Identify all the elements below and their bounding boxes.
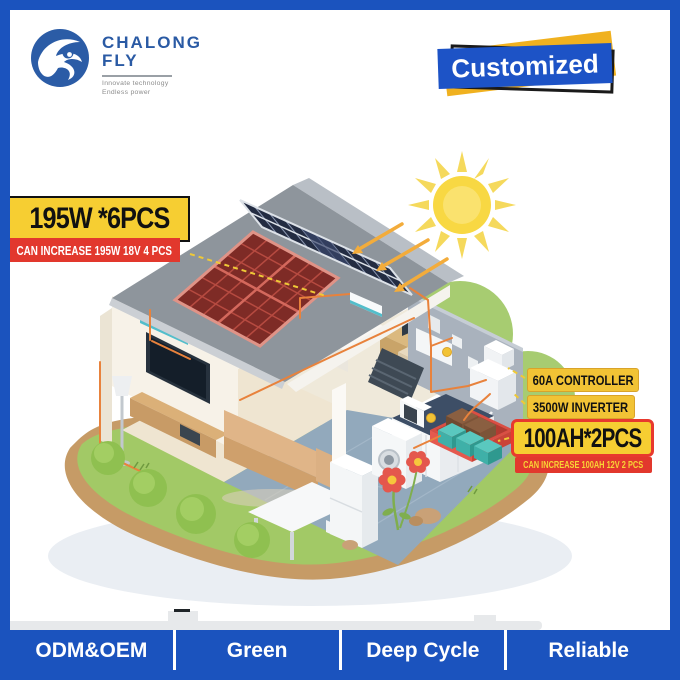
logo-globe-wave-icon xyxy=(31,29,89,87)
sunlight-arrow-icons xyxy=(352,222,449,292)
ground-ledge-mark xyxy=(174,609,190,612)
ground-ledge-tab xyxy=(168,611,198,622)
rock xyxy=(409,516,423,526)
panels-callout-title: 195W *6PCS xyxy=(8,196,190,242)
brand-tagline-line2: Endless power xyxy=(102,88,151,96)
feature-reliable: Reliable xyxy=(504,630,670,672)
brand-name-line1: CHALONG xyxy=(102,33,202,52)
feature-bar: ODM&OEM Green Deep Cycle Reliable xyxy=(10,630,670,672)
microwave xyxy=(400,396,432,428)
battery-callout-title: 100AH*2PCS xyxy=(511,419,654,457)
panels-callout-subtitle: CAN INCREASE 195W 18V 4 PCS xyxy=(8,238,180,262)
logo-divider xyxy=(102,75,172,77)
customized-badge: Customized xyxy=(436,26,622,106)
brand-tagline-line1: Innovate technology xyxy=(102,80,169,87)
brand-name-line2: FLY xyxy=(102,51,139,70)
rock xyxy=(342,540,358,550)
ground-ledge-tab xyxy=(474,615,496,622)
utility-wall xyxy=(368,292,523,436)
wiring xyxy=(99,287,491,473)
bush xyxy=(91,441,270,558)
battery-callout-subtitle: CAN INCREASE 100AH 12V 2 PCS xyxy=(515,457,652,473)
sofa xyxy=(222,410,340,507)
solar-array-blue xyxy=(239,199,413,296)
bedroom-air-conditioner xyxy=(350,292,382,317)
controller-unit xyxy=(484,340,514,371)
battery-bank xyxy=(430,408,514,465)
roof xyxy=(109,178,464,392)
flowers xyxy=(378,451,430,531)
inverter-callout: 3500W INVERTER xyxy=(527,395,635,419)
brand-logo: CHALONG FLY Innovate technology Endless … xyxy=(28,26,202,97)
wire-node-dc xyxy=(442,347,452,357)
wire-node-ac xyxy=(426,413,436,423)
garden xyxy=(91,441,478,558)
badge-label: Customized xyxy=(437,42,613,90)
fridge xyxy=(329,454,378,548)
staircase xyxy=(368,348,424,402)
solar-array-red xyxy=(172,230,341,348)
batteries xyxy=(438,423,502,465)
sun-icon xyxy=(408,151,516,259)
feature-odm-oem: ODM&OEM xyxy=(35,639,148,662)
feature-green: Green xyxy=(172,630,339,672)
feature-deep-cycle: Deep Cycle xyxy=(338,630,505,672)
controller-callout: 60A CONTROLLER xyxy=(527,368,639,392)
range-hood xyxy=(416,328,452,366)
ground-ledge xyxy=(10,621,542,630)
callout-connectors xyxy=(189,253,526,442)
inverter-unit xyxy=(470,359,516,410)
